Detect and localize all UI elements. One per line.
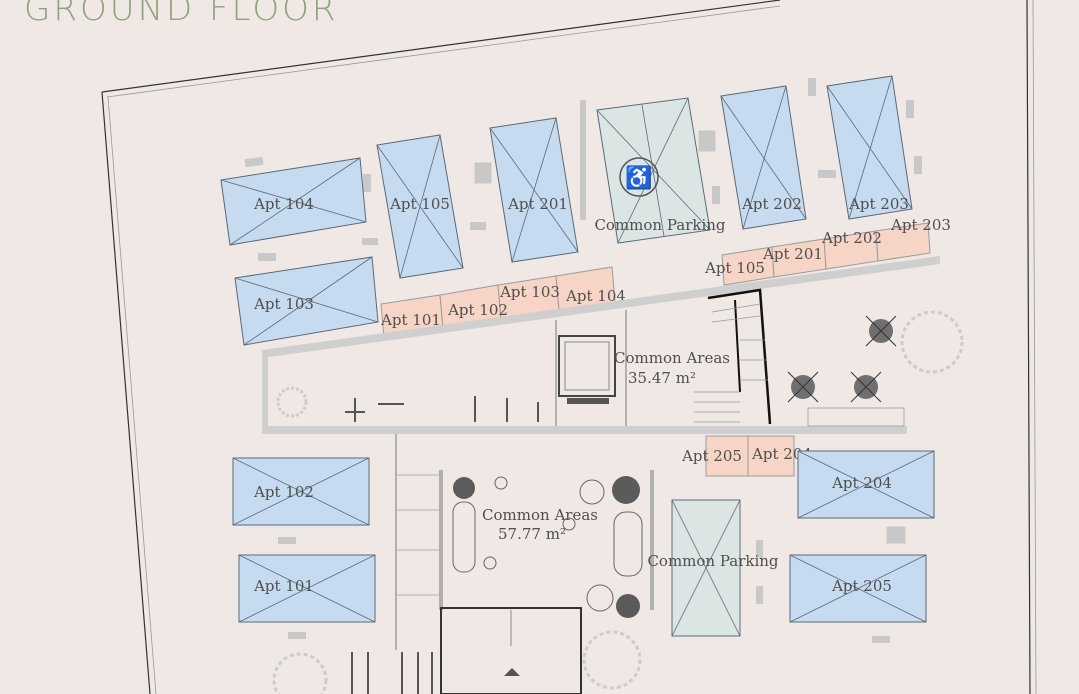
parking-space-common-bottom: Common Parking xyxy=(647,499,779,637)
parking-space-apt-203-upper: Apt 203 xyxy=(826,75,913,220)
parking-space-apt-102: Apt 102 xyxy=(232,457,370,526)
indoor-furniture xyxy=(272,396,643,694)
storage-label-apt-105: Apt 105 xyxy=(704,259,765,277)
svg-text:Apt 104: Apt 104 xyxy=(253,195,314,213)
plan-title: GROUND FLOOR xyxy=(24,0,338,29)
common-areas-lower: Common Areas 57.77 m² xyxy=(482,506,598,543)
storage-label-apt-205: Apt 205 xyxy=(681,447,742,465)
svg-text:Apt 204: Apt 204 xyxy=(831,474,892,492)
common-areas-label: Common Areas xyxy=(482,506,598,524)
storage-label-apt-201: Apt 201 xyxy=(762,245,823,263)
svg-text:♿: ♿ xyxy=(625,165,652,191)
svg-text:Apt 205: Apt 205 xyxy=(831,577,892,595)
parking-space-apt-103: Apt 103 xyxy=(234,256,379,346)
svg-text:Apt 102: Apt 102 xyxy=(253,483,314,501)
parking-space-apt-104-upper: Apt 104 xyxy=(220,157,367,246)
storage-label-apt-102: Apt 102 xyxy=(447,301,508,319)
parking-space-apt-204: Apt 204 xyxy=(797,450,935,519)
storage-label-apt-103: Apt 103 xyxy=(499,283,560,301)
common-areas-label: Common Areas xyxy=(614,349,730,367)
building-walls xyxy=(262,256,940,694)
outdoor-furniture xyxy=(276,310,964,418)
svg-text:Apt 202: Apt 202 xyxy=(741,195,802,213)
wheelchair-icon xyxy=(619,157,659,197)
svg-text:Apt 105: Apt 105 xyxy=(389,195,450,213)
storage-label-apt-202: Apt 202 xyxy=(821,229,882,247)
parking-space-apt-101: Apt 101 xyxy=(238,554,376,623)
site-boundary xyxy=(101,0,1037,694)
storage-label-apt-101: Apt 101 xyxy=(380,311,441,329)
parking-space-common-top: ♿ Common Parking xyxy=(594,97,726,244)
storage-label-apt-203: Apt 203 xyxy=(890,216,951,234)
svg-text:Common Parking: Common Parking xyxy=(647,552,778,570)
storage-label-apt-104: Apt 104 xyxy=(565,287,626,305)
common-areas-upper: Common Areas 35.47 m² xyxy=(614,349,730,387)
common-areas-size: 57.77 m² xyxy=(498,525,566,543)
common-areas-size: 35.47 m² xyxy=(628,369,696,387)
storage-units-upper: Apt 101 Apt 102 Apt 103 Apt 104 Apt 105 … xyxy=(380,216,951,339)
svg-text:Apt 103: Apt 103 xyxy=(253,295,314,313)
svg-text:Common Parking: Common Parking xyxy=(594,216,725,234)
svg-text:Apt 203: Apt 203 xyxy=(848,195,909,213)
storage-units-lower: Apt 205 Apt 204 xyxy=(681,435,812,477)
parking-space-apt-202-upper: Apt 202 xyxy=(720,85,807,230)
parking-space-apt-201-upper: Apt 201 xyxy=(489,117,579,263)
wheel-stops xyxy=(244,78,922,643)
storage-label-apt-204: Apt 204 xyxy=(751,445,812,463)
svg-text:Apt 101: Apt 101 xyxy=(253,577,314,595)
parking-space-apt-105-upper: Apt 105 xyxy=(376,134,464,279)
parking-space-apt-205: Apt 205 xyxy=(789,554,927,623)
svg-text:Apt 201: Apt 201 xyxy=(507,195,568,213)
